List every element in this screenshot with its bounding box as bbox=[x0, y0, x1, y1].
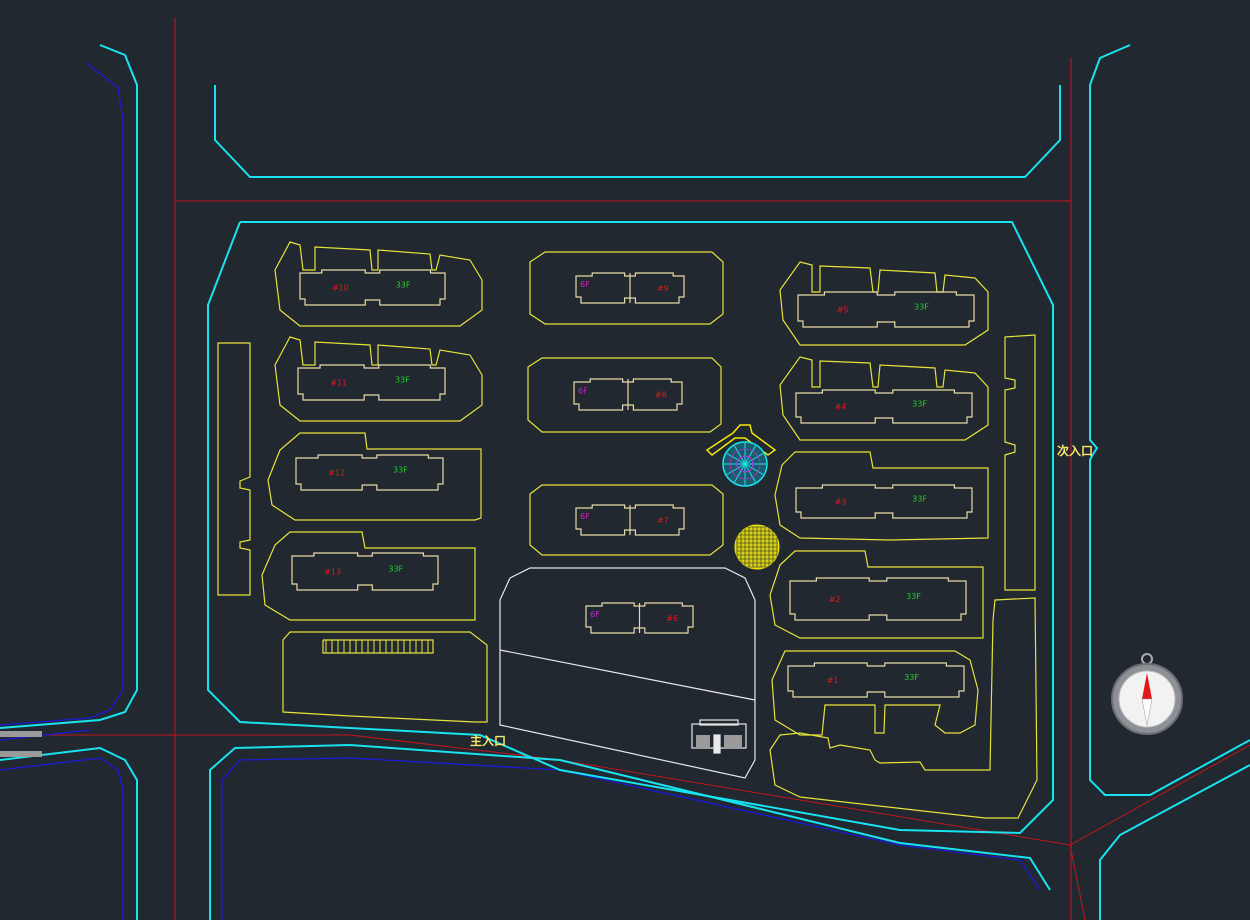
blue-boundary-lines bbox=[0, 61, 1041, 920]
crosswalk bbox=[0, 731, 42, 757]
building-outline bbox=[797, 291, 975, 328]
building-id-label: #9 bbox=[657, 284, 669, 293]
building-floors-label: 33F bbox=[388, 565, 403, 574]
building-13[interactable]: #13 33F bbox=[291, 552, 439, 591]
building-outline bbox=[795, 389, 973, 424]
building-9[interactable]: #9 6F bbox=[575, 272, 685, 304]
building-id-label: #7 bbox=[657, 516, 669, 525]
building-floors-label: 33F bbox=[396, 281, 411, 290]
building-11[interactable]: #11 33F bbox=[297, 364, 446, 401]
building-12[interactable]: #12 33F bbox=[295, 454, 444, 491]
building-id-label: #5 bbox=[837, 306, 849, 315]
building-3[interactable]: #3 33F bbox=[795, 484, 973, 519]
building-7[interactable]: #7 6F bbox=[575, 504, 685, 536]
building-floors-label: 33F bbox=[395, 376, 410, 385]
building-10[interactable]: #10 33F bbox=[299, 269, 446, 306]
building-2[interactable]: #2 33F bbox=[789, 577, 967, 621]
building-floors-label: 33F bbox=[912, 495, 927, 504]
building-outline bbox=[299, 269, 446, 306]
building-outline bbox=[585, 602, 694, 634]
secondary-entrance-label: 次入口 bbox=[1057, 443, 1093, 458]
building-floors-label: 33F bbox=[906, 592, 921, 601]
kindergarten-plot bbox=[499, 567, 756, 779]
building-id-label: #11 bbox=[330, 379, 347, 388]
building-id-label: #2 bbox=[829, 595, 841, 604]
building-outline bbox=[295, 454, 444, 491]
building-id-label: #1 bbox=[827, 676, 839, 685]
building-id-label: #8 bbox=[655, 391, 667, 400]
building-floors-label: 33F bbox=[904, 673, 919, 682]
fountain-plaza bbox=[705, 424, 777, 487]
curb-lines bbox=[0, 44, 1250, 920]
landscape-blocks bbox=[217, 241, 1038, 819]
main-entrance-label: 主入口 bbox=[470, 733, 506, 748]
building-id-label: #13 bbox=[324, 568, 341, 577]
building-4[interactable]: #4 33F bbox=[795, 389, 973, 424]
building-outline bbox=[787, 662, 965, 698]
building-id-label: #6 bbox=[666, 614, 678, 623]
building-outline bbox=[573, 378, 683, 411]
building-outline bbox=[297, 364, 446, 401]
building-id-label: #10 bbox=[332, 284, 349, 293]
building-floors-label: 33F bbox=[912, 400, 927, 409]
compass-icon[interactable] bbox=[1111, 653, 1183, 735]
building-6[interactable]: #6 6F bbox=[585, 602, 694, 634]
building-outline bbox=[575, 272, 685, 304]
building-floors-label: 6F bbox=[580, 512, 590, 521]
building-5[interactable]: #5 33F bbox=[797, 291, 975, 328]
building-floors-label: 33F bbox=[393, 466, 408, 475]
building-floors-label: 6F bbox=[590, 610, 600, 619]
building-outline bbox=[795, 484, 973, 519]
planting-circle bbox=[734, 524, 780, 570]
building-outline bbox=[575, 504, 685, 536]
parking-hatch bbox=[325, 640, 429, 653]
building-8[interactable]: #8 6F bbox=[573, 378, 683, 411]
buildings-layer: #10 33F #11 33F #12 33F #13 33F #9 6F #8 6F #7 6F #6 6F… bbox=[291, 269, 975, 698]
building-1[interactable]: #1 33F bbox=[787, 662, 965, 698]
building-id-label: #12 bbox=[328, 469, 345, 478]
building-id-label: #4 bbox=[835, 403, 847, 412]
building-floors-label: 33F bbox=[914, 303, 929, 312]
building-floors-label: 6F bbox=[578, 387, 588, 396]
building-outline bbox=[291, 552, 439, 591]
building-id-label: #3 bbox=[835, 498, 847, 507]
building-outline bbox=[789, 577, 967, 621]
building-floors-label: 6F bbox=[580, 280, 590, 289]
